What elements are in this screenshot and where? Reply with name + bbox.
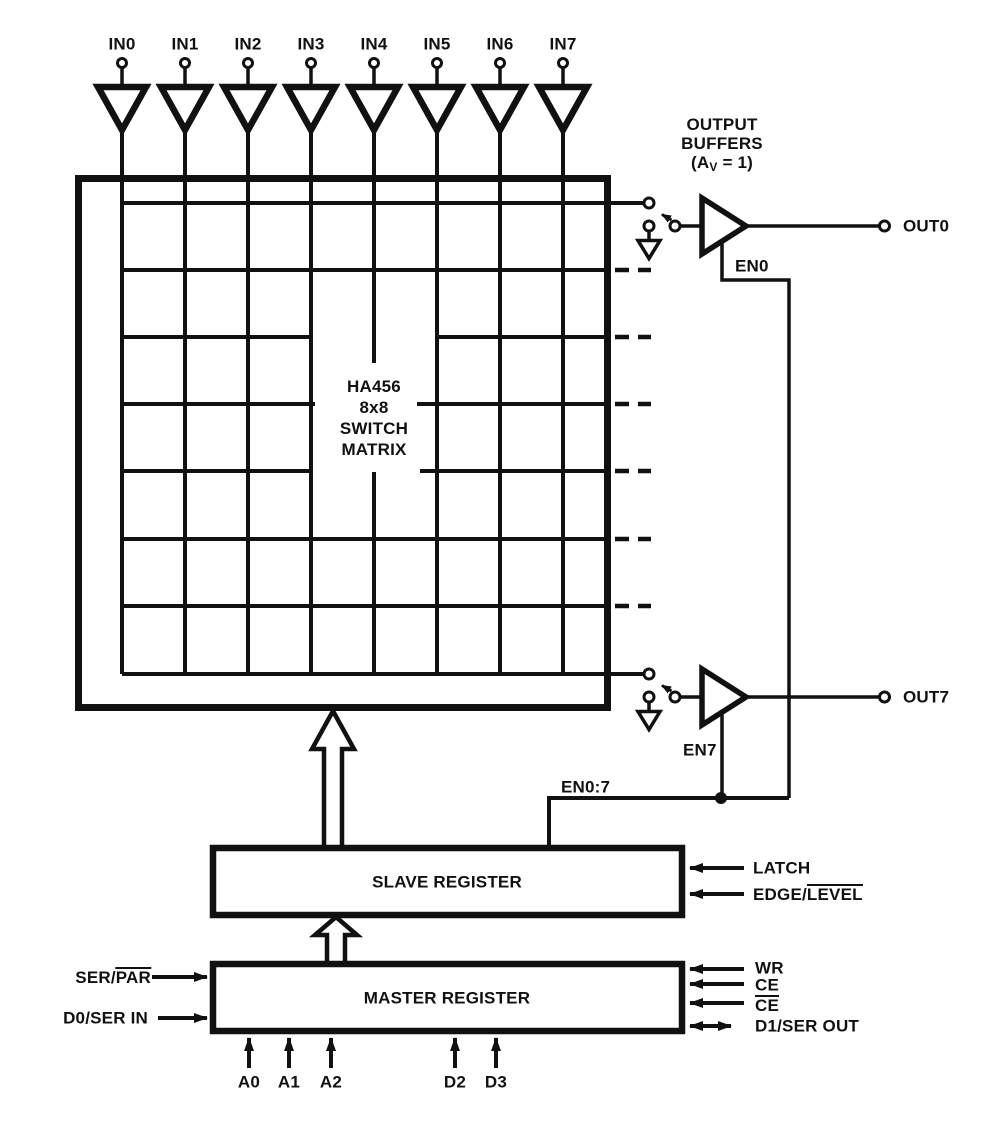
label-a1: A1	[277, 1072, 301, 1092]
label-out0: OUT0	[903, 216, 950, 236]
enable-lines	[547, 240, 791, 848]
label-in2: IN2	[234, 34, 262, 54]
input-buffers	[98, 59, 587, 131]
label-latch: LATCH	[753, 858, 811, 878]
label-a2: A2	[319, 1072, 343, 1092]
matrix-grid-columns	[120, 128, 565, 674]
label-in3: IN3	[297, 34, 325, 54]
label-edge-level: EDGE/LEVEL	[753, 884, 863, 904]
label-ce: CE	[755, 975, 780, 995]
buffer-triangle-icon	[699, 663, 752, 731]
out0-switch-and-buffer	[634, 192, 891, 262]
control-arrows	[152, 863, 744, 1068]
label-in7: IN7	[549, 34, 577, 54]
matrix-grid-rows	[122, 201, 644, 676]
ground-triangle-icon	[634, 238, 664, 262]
label-ce-bar: CE	[755, 995, 780, 1015]
label-en7: EN7	[683, 740, 717, 760]
label-d1-ser-out: D1/SER OUT	[755, 1016, 860, 1036]
slave-register-box	[209, 844, 686, 919]
out7-terminal	[878, 690, 891, 704]
label-d3: D3	[484, 1072, 508, 1092]
label-in5: IN5	[423, 34, 451, 54]
label-a0: A0	[237, 1072, 261, 1092]
output-buffers-note: OUTPUT BUFFERS (AV = 1)	[681, 115, 763, 174]
label-d2: D2	[443, 1072, 467, 1092]
bus-arrows	[308, 706, 364, 966]
matrix-title: HA456 8x8 SWITCH MATRIX	[339, 377, 409, 459]
slave-to-matrix-arrow	[308, 706, 358, 850]
label-en0: EN0	[735, 256, 769, 276]
label-wr: WR	[755, 958, 784, 978]
buffer-triangle-icon	[699, 192, 752, 260]
switch-matrix-frame	[75, 175, 611, 711]
master-to-slave-arrow	[308, 914, 364, 966]
label-en-bus: EN0:7	[561, 777, 611, 797]
out0-terminal	[878, 219, 891, 233]
label-in6: IN6	[486, 34, 514, 54]
slave-register-title: SLAVE REGISTER	[372, 872, 522, 892]
label-d0-ser-in: D0/SER IN	[63, 1008, 148, 1028]
master-register-title: MASTER REGISTER	[363, 988, 531, 1008]
out7-switch-and-buffer	[634, 663, 891, 733]
master-register-box	[209, 960, 686, 1035]
label-in4: IN4	[360, 34, 388, 54]
label-ser-par: SER/PAR	[75, 967, 151, 987]
label-out7: OUT7	[903, 687, 950, 707]
label-in0: IN0	[108, 34, 136, 54]
hidden-row-dashes	[615, 267, 651, 609]
label-in1: IN1	[171, 34, 199, 54]
ground-triangle-icon	[634, 709, 664, 733]
junction-dot	[715, 792, 727, 804]
